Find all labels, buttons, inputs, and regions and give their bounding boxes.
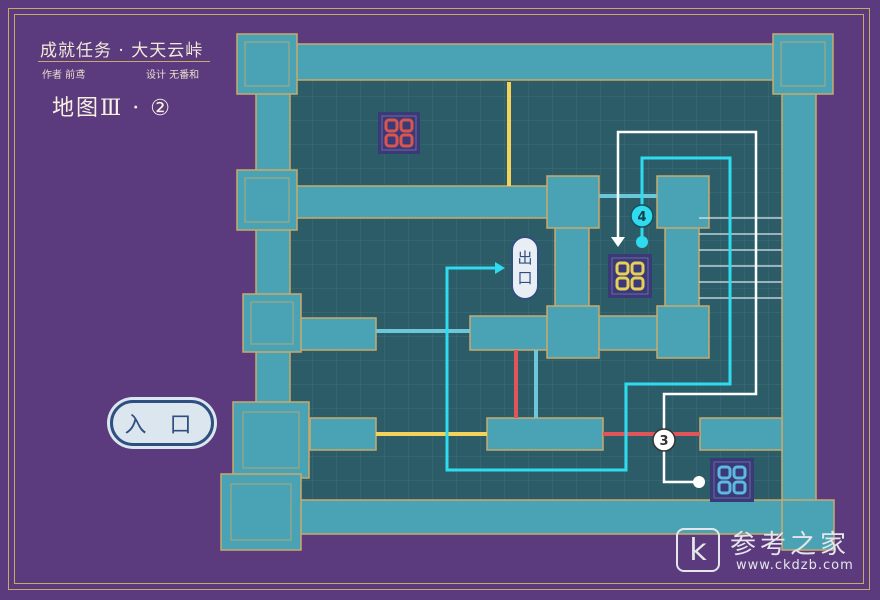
pillars	[220, 33, 835, 551]
outer-frame	[8, 8, 870, 590]
watermark: k 参考之家 www.ckdzb.com	[676, 524, 872, 584]
white-route-arrow	[611, 237, 625, 247]
white-route-start	[693, 476, 705, 488]
exit-label-bottom: 口	[517, 269, 533, 287]
blue-tile-icon	[717, 465, 747, 495]
designer-credit: 设计 无番和	[146, 70, 200, 81]
cyan-route-path	[445, 156, 732, 472]
exit-marker[interactable]: 出 口	[511, 236, 539, 300]
light-beams	[376, 82, 700, 436]
inner-frame	[14, 14, 864, 584]
cyan-route-arrow	[495, 262, 505, 274]
yellow-tile-icon	[615, 261, 645, 291]
cyan-route-start	[636, 236, 648, 248]
entrance-marker[interactable]: 入 口	[110, 400, 214, 446]
author-credit: 作者 前鸢	[42, 70, 86, 81]
step-marker-4[interactable]	[630, 204, 654, 228]
title-divider	[38, 61, 210, 62]
step-marker-3-label: 3	[659, 434, 668, 449]
watermark-logo-icon: k	[676, 528, 720, 572]
yellow-tile[interactable]	[608, 254, 652, 298]
bridge-lines	[699, 217, 782, 299]
exit-label-top: 出	[517, 249, 533, 267]
pillar-insets	[230, 41, 826, 541]
blue-tile[interactable]	[710, 458, 754, 502]
step-marker-4-label: 4	[637, 210, 646, 225]
quest-title: 成就任务 · 大天云峠	[40, 41, 204, 61]
step-marker-3[interactable]	[652, 428, 676, 452]
map-label: 地图Ⅲ · ②	[52, 96, 172, 121]
red-tile-icon	[384, 118, 414, 148]
white-route-path	[616, 130, 758, 484]
watermark-url: www.ckdzb.com	[736, 558, 854, 573]
watermark-name: 参考之家	[730, 530, 851, 560]
red-tile[interactable]	[378, 112, 420, 154]
